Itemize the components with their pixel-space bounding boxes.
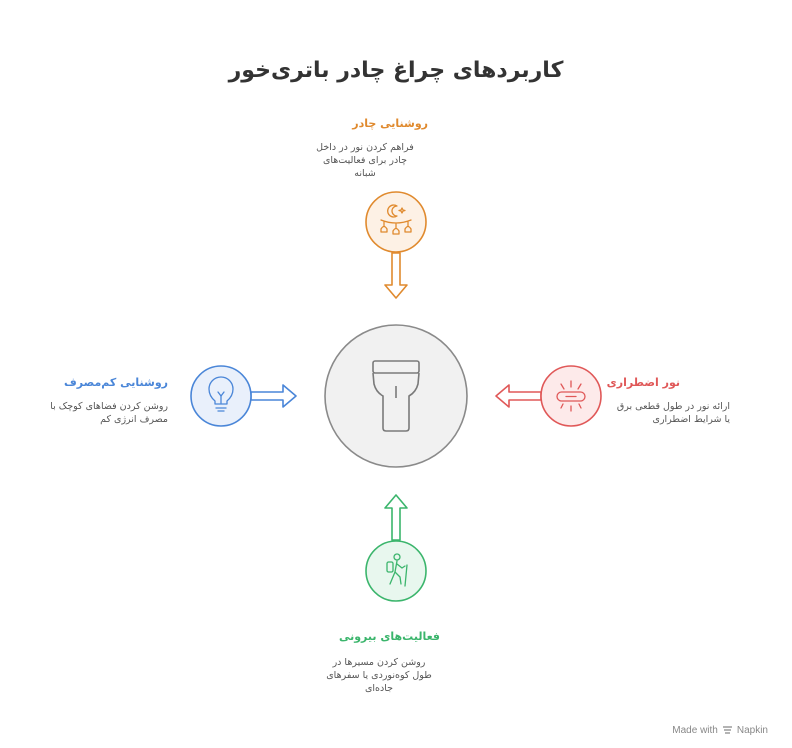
light-bulb-icon — [208, 376, 234, 412]
footer-brand-text: Napkin — [736, 725, 768, 736]
bottom-item-description-line: جاده‌ای — [364, 683, 394, 694]
left-connector-arrow — [250, 384, 297, 408]
top-item-title: روشنایی چادر — [352, 117, 428, 130]
flashlight-icon — [372, 360, 420, 432]
page-title: کاربردهای چراغ چادر باتری‌خور — [228, 58, 564, 83]
right-item-description-line: ارائه نور در طول قطعی برق — [616, 401, 730, 412]
top-node — [365, 191, 427, 253]
left-item-description-line: مصرف انرژی کم — [100, 414, 168, 425]
left-item-description: روشن کردن فضاهای کوچک با مصرف انرژی کم — [30, 400, 168, 426]
crescent-moon-lanterns-icon — [380, 204, 412, 235]
footer-made-with-text: Made with — [672, 725, 718, 736]
bottom-item-title: فعالیت‌های بیرونی — [338, 630, 440, 643]
napkin-logo-icon — [722, 726, 732, 734]
left-item-title: روشنایی کم‌مصرف — [64, 376, 168, 389]
top-item-description-line: شبانه — [354, 168, 376, 179]
left-node — [190, 365, 252, 427]
top-item-description-line: چادر برای فعالیت‌های — [322, 155, 408, 166]
right-item-description: ارائه نور در طول قطعی برق یا شرایط اضطرا… — [600, 400, 730, 426]
bottom-connector-arrow — [384, 494, 408, 541]
top-item-description: فراهم کردن نور در داخل چادر برای فعالیت‌… — [300, 141, 430, 180]
bottom-item-description-line: طول کوه‌نوردی یا سفرهای — [326, 670, 432, 681]
bottom-node — [365, 540, 427, 602]
top-item-description-line: فراهم کردن نور در داخل — [316, 142, 414, 153]
right-item-title: نور اضطراری — [606, 376, 680, 389]
right-connector-arrow — [495, 384, 542, 408]
right-node — [540, 365, 602, 427]
top-connector-arrow — [384, 252, 408, 299]
center-node — [324, 324, 468, 468]
emergency-light-icon — [556, 380, 586, 412]
made-with-napkin-footer[interactable]: Made with Napkin — [672, 725, 768, 736]
bottom-item-description-line: روشن کردن مسیرها در — [332, 657, 426, 668]
left-item-description-line: روشن کردن فضاهای کوچک با — [50, 401, 168, 412]
hiker-icon — [386, 553, 408, 587]
right-item-description-line: یا شرایط اضطراری — [652, 414, 730, 425]
bottom-item-description: روشن کردن مسیرها در طول کوه‌نوردی یا سفر… — [310, 656, 448, 695]
